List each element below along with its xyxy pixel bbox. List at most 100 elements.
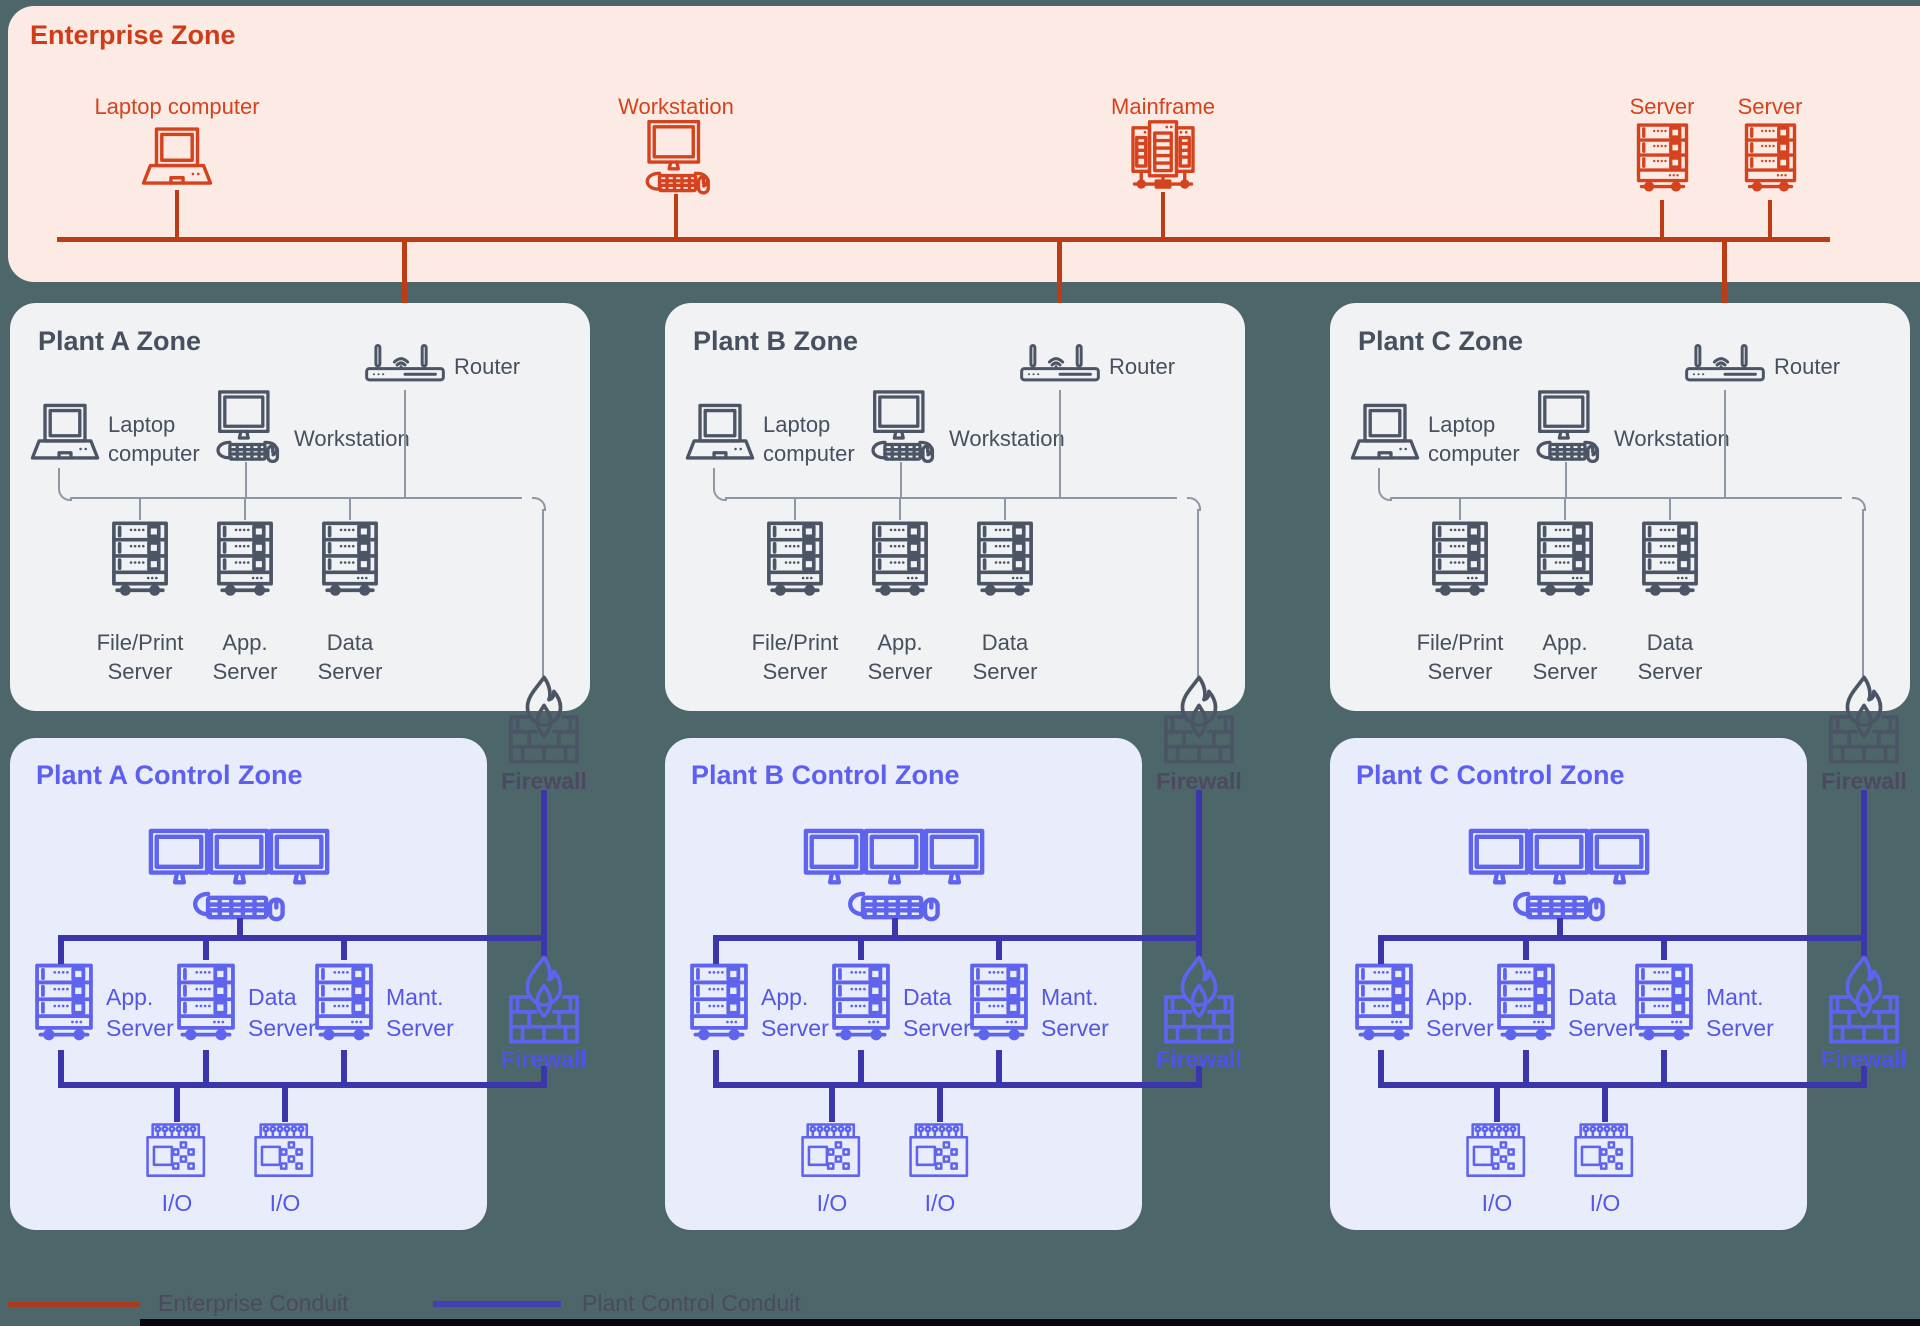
server-label: Server [1041,1015,1109,1041]
server-icon [829,960,893,1052]
server-icon [1494,960,1558,1052]
enterprise-conduit-line [1722,242,1727,332]
enterprise-zone-panel: Enterprise Zone Laptop computer Workstat… [8,6,1920,282]
connector-line [1161,192,1165,237]
connector-line [244,499,246,520]
conduit-line [282,1088,288,1122]
server-label: File/Print [751,630,839,655]
firewall-label: Firewall [1821,1046,1907,1072]
legend-plant-control-conduit-swatch [433,1301,561,1307]
server-icon [687,960,751,1052]
server-label: File/Print [96,630,184,655]
hmi-workstation-icon [803,828,987,923]
conduit-line [1196,941,1202,957]
server-label: Data [1646,630,1694,655]
workstation-label: Workstation [1614,426,1730,451]
router-label: Router [1774,354,1841,379]
server-label: Mant. [1041,984,1099,1010]
server-label: Server [1568,1015,1636,1041]
server-label: App. [106,984,154,1010]
legend-enterprise-conduit-swatch [8,1302,140,1307]
zone-title: Plant C Control Zone [1356,760,1625,790]
connector-corner [1378,487,1392,501]
server-label: Server [248,1015,316,1041]
server-label: File/Print [1416,630,1504,655]
laptop-icon [683,402,757,468]
connector-corner [1852,497,1866,511]
server-label: Server [762,659,828,684]
connector-line [1378,468,1380,488]
server-label: Server [106,1015,174,1041]
server-label: Server [1706,1015,1774,1041]
laptop-icon [139,126,215,193]
laptop-icon [28,402,102,468]
server-label: Server [317,659,383,684]
io-icon [253,1122,317,1182]
server-icon [1429,520,1491,605]
plant-bus-line [70,497,522,499]
server-icon [974,520,1036,605]
conduit-line [858,941,864,960]
control-bus-line [58,935,547,941]
router-icon [1019,338,1101,390]
laptop-icon [1348,402,1422,468]
connector-line [900,462,902,497]
control-bus-line [1378,935,1867,941]
server-icon [1639,520,1701,605]
conduit-line [1378,1050,1384,1088]
router-icon [364,338,446,390]
connector-line [1197,509,1199,676]
server-icon [319,520,381,605]
enterprise-mainframe-label: Mainframe [1111,94,1215,119]
io-icon [145,1122,209,1182]
connector-line [1660,200,1664,237]
server-icon [869,520,931,605]
conduit-line [1661,941,1667,960]
zone-title: Plant A Control Zone [36,760,303,790]
server-icon [1352,960,1416,1052]
connector-line [349,499,351,520]
firewall-icon [1161,954,1237,1045]
io-label: I/O [816,1190,848,1216]
server-label: Server [1532,659,1598,684]
plant-control-conduit-line [1196,790,1202,941]
control-bus-line [713,935,1202,941]
router-label: Router [1109,354,1176,379]
server-icon [109,520,171,605]
conduit-line [713,1050,719,1088]
io-icon [1465,1122,1529,1182]
conduit-line [237,918,243,937]
server-label: App. [1426,984,1474,1010]
conduit-line [341,1050,347,1082]
server-icon [967,960,1031,1052]
firewall-icon [1161,674,1237,765]
conduit-line [937,1088,943,1122]
conduit-line [1861,1066,1867,1086]
firewall-label: Firewall [1821,768,1907,794]
server-label: Server [107,659,173,684]
firewall-label: Firewall [1156,768,1242,794]
io-label: I/O [924,1190,956,1216]
server-label: Mant. [386,984,444,1010]
plant-bus-line [1390,497,1842,499]
connector-line [713,468,715,488]
conduit-line [1523,1050,1529,1082]
io-icon [908,1122,972,1182]
server-icon [1632,960,1696,1052]
io-label: I/O [161,1190,193,1216]
server-label: Server [386,1015,454,1041]
server-icon [1534,520,1596,605]
connector-line [674,194,678,237]
enterprise-conduit-line [402,242,407,332]
control-bus-line [713,1082,1202,1088]
hmi-workstation-icon [148,828,332,923]
enterprise-zone-title: Enterprise Zone [30,20,236,50]
server-icon [174,960,238,1052]
conduit-line [713,935,719,964]
conduit-line [1602,1088,1608,1122]
firewall-label: Firewall [501,768,587,794]
